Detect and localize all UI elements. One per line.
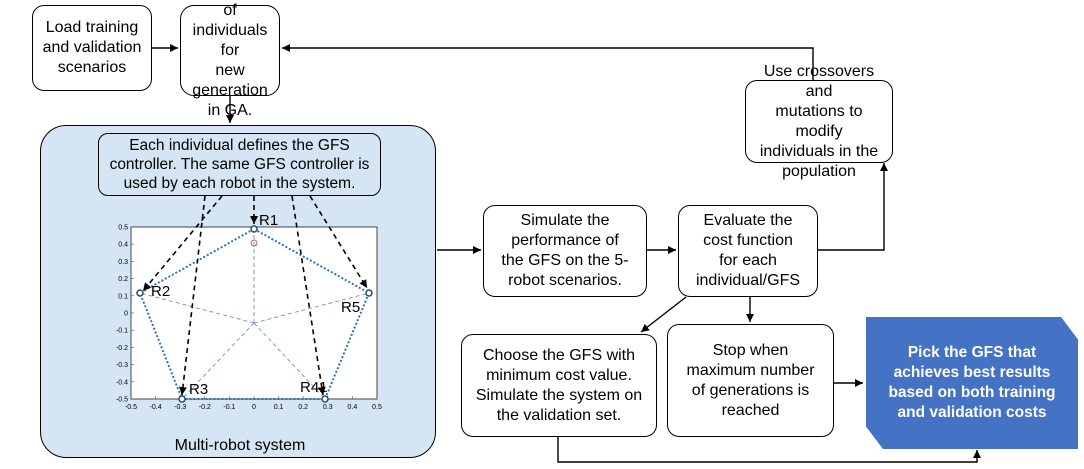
load-scenarios-box: Load training and validation scenarios: [32, 5, 152, 91]
crossover-mutation-box: Use crossovers and mutations to modify i…: [745, 63, 893, 180]
choose-gfs-box: Choose the GFS with minimum cost value. …: [461, 334, 657, 437]
x-tick-label: -0.5: [125, 404, 137, 411]
y-tick-label: 0.2: [118, 276, 128, 283]
arrow-evaluate-to-choose: [640, 296, 687, 333]
y-tick-label: 0: [124, 311, 128, 318]
x-tick-label: 0.1: [274, 404, 284, 411]
robot-label-r5: R5: [341, 299, 360, 316]
y-tick-label: 0.5: [118, 225, 128, 232]
y-tick-label: -0.1: [116, 328, 128, 335]
robot-label-r2: R2: [151, 283, 170, 300]
x-tick-label: -0.3: [174, 404, 186, 411]
y-tick-label: -0.3: [116, 362, 128, 369]
target-marker: [250, 239, 258, 247]
y-tick-label: 0.3: [118, 259, 128, 266]
simulate-performance-box: Simulate the performance of the GFS on t…: [483, 205, 647, 297]
y-tick-label: -0.5: [116, 397, 128, 404]
x-tick-label: -0.1: [223, 404, 235, 411]
robot-marker-r1: [250, 225, 258, 233]
x-tick-label: 0.4: [348, 404, 358, 411]
y-tick-label: -0.4: [116, 379, 128, 386]
robot-marker-r5: [365, 289, 373, 297]
x-tick-label: -0.2: [199, 404, 211, 411]
y-tick-label: 0.1: [118, 293, 128, 300]
robot-label-r41: R41: [300, 379, 328, 396]
x-tick-label: -0.4: [150, 404, 162, 411]
inner-dashed-spokes: [139, 229, 370, 400]
cluster-caption: Multi-robot system: [175, 437, 306, 454]
robot-label-r3: R3: [189, 381, 208, 398]
arrow-choose-to-pick: [557, 437, 981, 463]
dashed-assignment-arrows: [142, 195, 368, 396]
robot-marker-r41: [321, 395, 329, 403]
individual-definition-box: Each individual defines the GFS controll…: [98, 133, 381, 196]
pick-best-gfs-box: Pick the GFS that achieves best results …: [866, 317, 1078, 449]
robot-marker-r3: [178, 395, 186, 403]
evaluate-cost-box: Evaluate the cost function for each indi…: [678, 205, 818, 297]
robot-markers: [136, 225, 373, 403]
arrow-crossover-to-create: [282, 44, 814, 80]
stop-condition-box: Stop when maximum number of generations …: [667, 324, 834, 437]
x-tick-label: 0.2: [298, 404, 308, 411]
robot-pentagon: [138, 227, 371, 400]
x-tick-label: 0.5: [372, 404, 382, 411]
y-tick-label: -0.2: [116, 345, 128, 352]
y-tick-label: 0.4: [118, 242, 128, 249]
x-tick-label: 0.3: [323, 404, 333, 411]
x-tick-label: 0: [252, 404, 256, 411]
y-tick-labels: 0.5 0.4 0.3 0.2 0.1 0 -0.1 -0.2 -0.3 -0.4 -0.5: [116, 225, 128, 404]
x-tick-labels: -0.5 -0.4 -0.3 -0.2 -0.1 0 0.1 0.2 0.3 0.4 0.5: [125, 404, 382, 411]
robot-label-r1: R1: [259, 212, 278, 229]
arrow-evaluate-to-crossover: [817, 163, 888, 251]
robot-marker-r2: [136, 289, 144, 297]
